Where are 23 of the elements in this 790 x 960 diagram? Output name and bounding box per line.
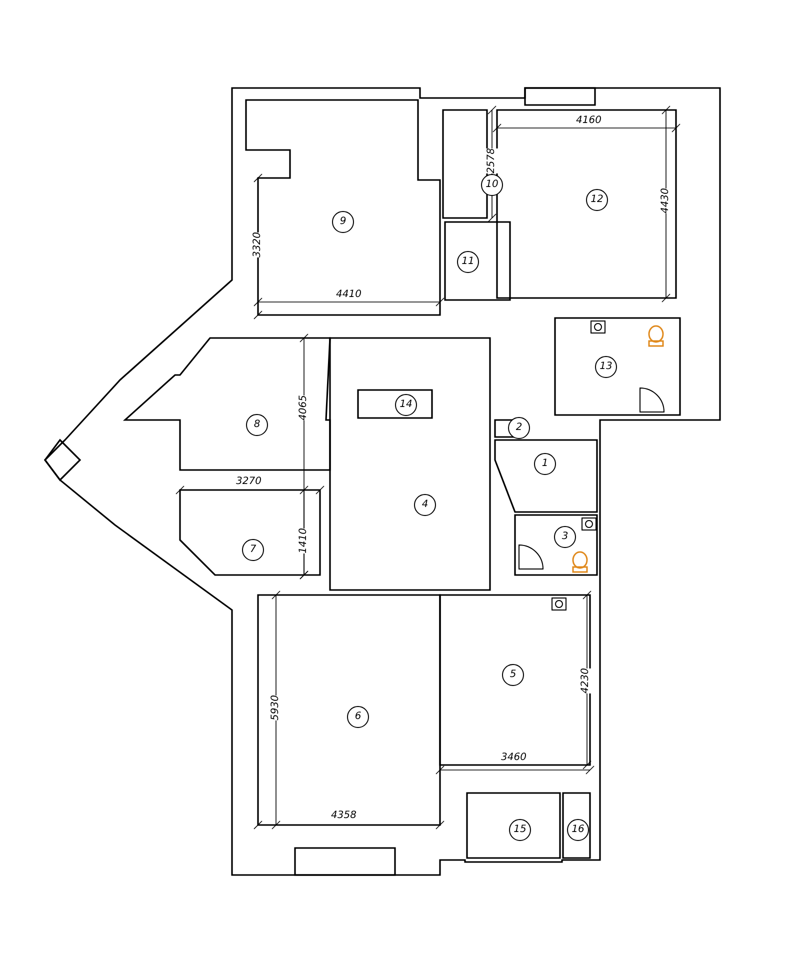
dimension-label: 3460: [500, 753, 528, 763]
dimension-label: 4160: [575, 116, 602, 126]
dimension-label: 4410: [335, 290, 362, 300]
room-number: 5: [502, 664, 524, 686]
dimension-label: 4358: [330, 811, 358, 821]
dimension-label: 3270: [235, 477, 262, 487]
room-number: 7: [242, 539, 264, 561]
room-number: 2: [508, 417, 530, 439]
room-number: 3: [554, 526, 576, 548]
room-number: 14: [395, 394, 417, 416]
room-number: 13: [595, 356, 617, 378]
room-number: 11: [457, 251, 479, 273]
dimension-label: 4230: [580, 668, 592, 694]
room-number: 16: [567, 819, 589, 841]
room-number: 4: [414, 494, 436, 516]
room-number: 6: [347, 706, 369, 728]
room-number: 15: [509, 819, 531, 841]
room-number: 12: [586, 189, 608, 211]
room-number: 8: [246, 414, 268, 436]
room-number: 10: [481, 174, 503, 196]
room-number: 9: [332, 211, 354, 233]
room-number: 1: [534, 453, 556, 475]
dimension-label: 2578: [486, 148, 498, 174]
